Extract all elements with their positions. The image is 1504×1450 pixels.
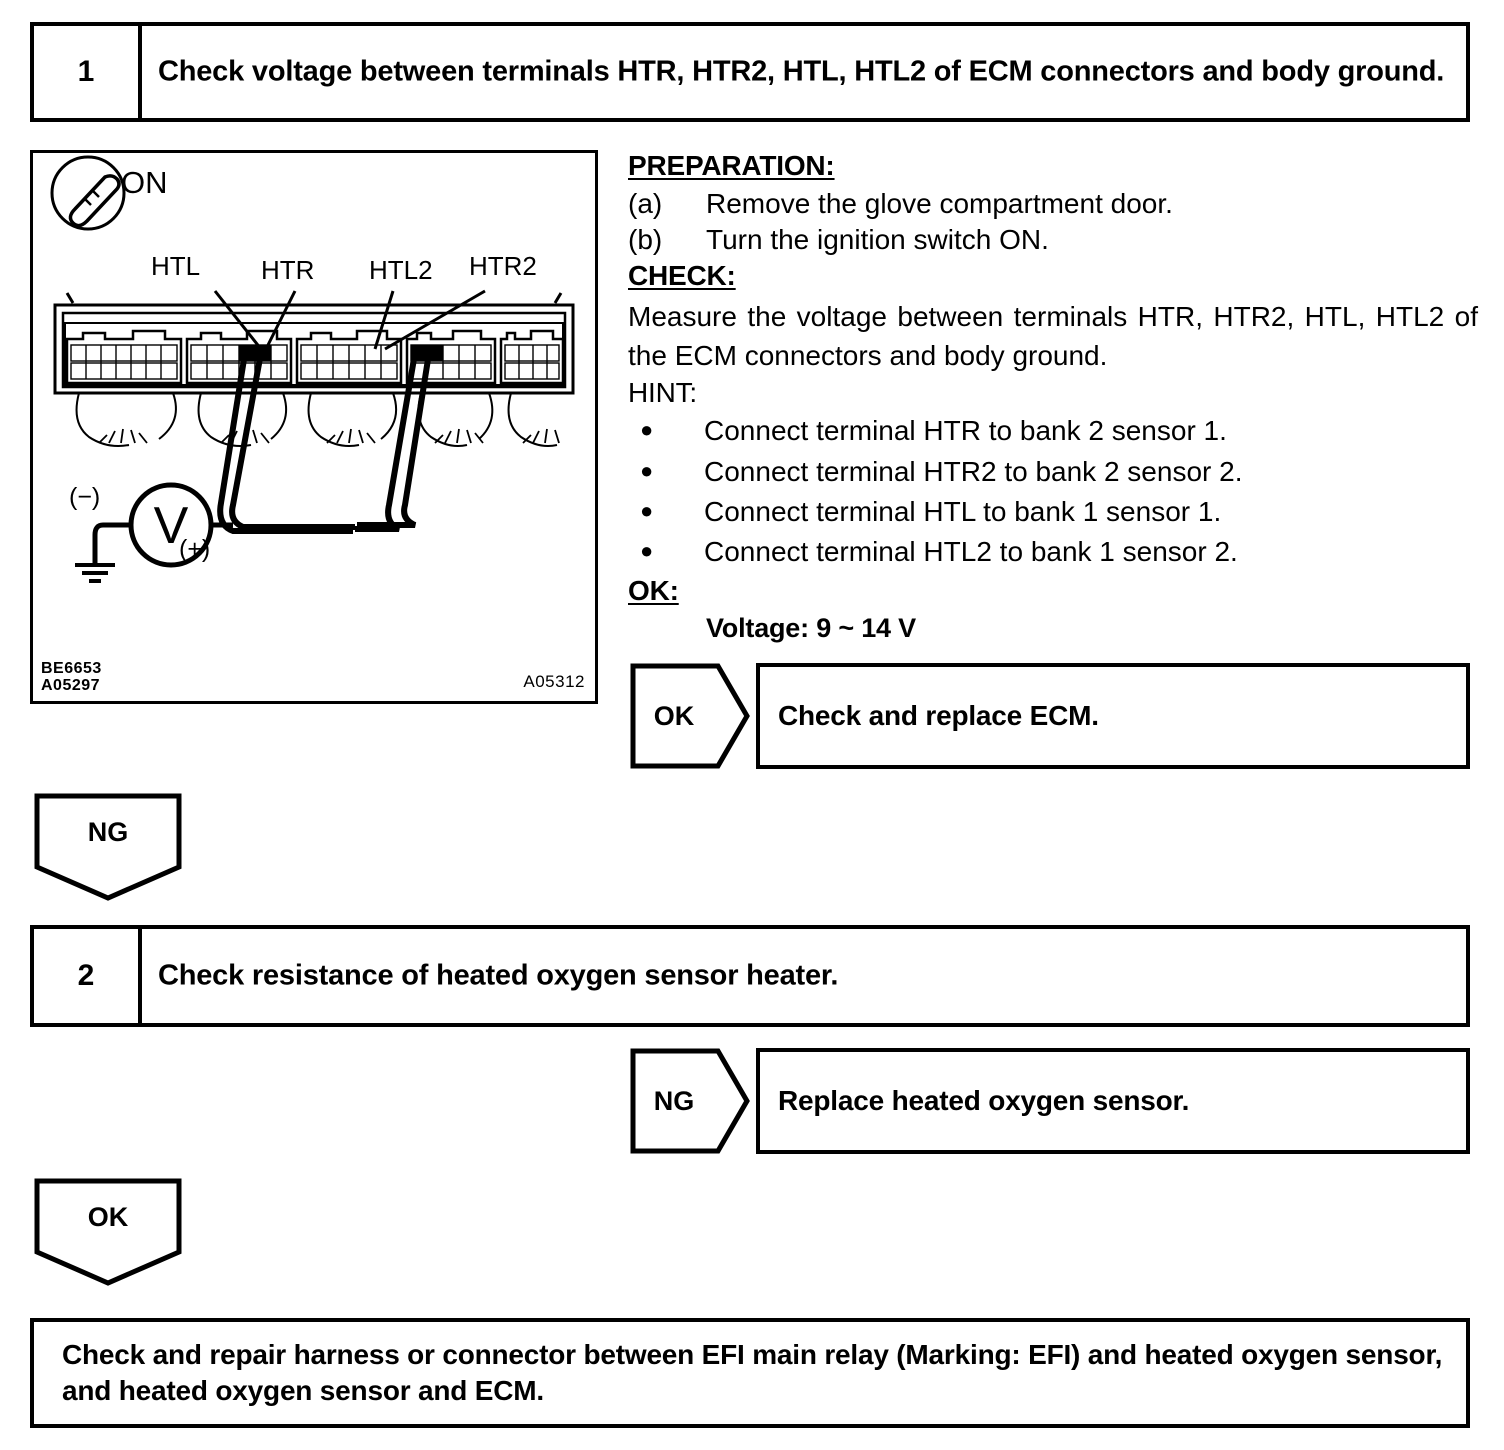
voltmeter-symbol: V [75,482,233,583]
pentagon-down-shape [34,1178,182,1286]
leader-lines [213,289,486,352]
branch-tag-ng-step2-label: NG [653,1085,695,1116]
procedure-text-column: PREPARATION: (a) Remove the glove compar… [628,150,1478,644]
bullet-icon: ● [640,498,654,524]
step-2-number: 2 [34,929,142,1023]
pentagon-arrow-shape [630,663,750,769]
step-1-header-box: 1 Check voltage between terminals HTR, H… [30,22,1470,122]
final-result-box: Check and repair harness or connector be… [30,1318,1470,1428]
connector-blocks [65,329,565,385]
figure-id-left-line1: BE6653 [41,660,102,678]
ok-heading: OK: [628,574,679,606]
check-text: Measure the voltage between terminals HT… [628,301,1478,371]
branch-tag-ok-step1: OK [630,663,750,769]
pentagon-down-shape [34,793,182,901]
wire-bundles [75,392,560,447]
preparation-heading: PREPARATION: [628,150,835,181]
step-2-title: Check resistance of heated oxygen sensor… [158,959,839,992]
step-1-number: 1 [34,26,142,118]
figure-id-left: BE6653 A05297 [41,661,102,695]
terminal-label-htr: HTR [261,255,315,285]
branch-tag-ng-step1: NG [34,793,182,901]
final-result-text: Check and repair harness or connector be… [62,1339,1443,1406]
branch-tag-ok-step1-label: OK [653,700,695,731]
hint-heading: HINT: [628,377,698,409]
ground-symbol [75,563,115,583]
hint-item-2-text: Connect terminal HTR2 to bank 2 sensor 2… [704,455,1243,487]
bullet-icon: ● [640,417,654,443]
bullet-icon: ● [640,538,654,564]
illustration-panel: V HTL HTR HTL2 HTR2 ON (−) (+) BE6653 [30,150,598,704]
preparation-step-a-text: Remove the glove compartment door. [706,188,1173,219]
terminal-label-htl2: HTL2 [369,255,433,285]
hint-item-1: ● Connect terminal HTR to bank 2 sensor … [628,413,1478,449]
ignition-key-icon [50,155,126,231]
hint-item-2: ● Connect terminal HTR2 to bank 2 sensor… [628,454,1478,490]
preparation-step-b-text: Turn the ignition switch ON. [706,224,1049,255]
hint-item-4-text: Connect terminal HTL2 to bank 1 sensor 2… [704,536,1238,568]
ignition-state-label: ON [121,165,168,200]
probe-positive-label: (+) [179,535,211,563]
hint-item-3-text: Connect terminal HTL to bank 1 sensor 1. [704,496,1222,528]
hint-item-4: ● Connect terminal HTL2 to bank 1 sensor… [628,534,1478,570]
check-heading: CHECK: [628,260,736,291]
result-box-check-replace-ecm: Check and replace ECM. [756,663,1470,769]
svg-text:V: V [154,497,189,555]
ok-voltage-spec: Voltage: 9 ~ 14 V [706,612,916,643]
ecm-connector-illustration: V [50,155,575,583]
result-box-check-replace-ecm-text: Check and replace ECM. [778,699,1099,731]
preparation-step-a-marker: (a) [628,188,663,219]
branch-tag-ok-step2: OK [34,1178,182,1286]
hint-item-3: ● Connect terminal HTL to bank 1 sensor … [628,494,1478,530]
preparation-step-b: (b) Turn the ignition switch ON. [628,224,1478,256]
bullet-icon: ● [640,457,654,483]
figure-id-right: A05312 [523,672,585,692]
result-box-replace-sensor: Replace heated oxygen sensor. [756,1048,1470,1154]
terminal-label-htr2: HTR2 [469,251,537,281]
preparation-step-a: (a) Remove the glove compartment door. [628,188,1478,220]
probe-negative-label: (−) [69,483,101,511]
branch-tag-ng-step1-label: NG [87,816,129,847]
hint-item-1-text: Connect terminal HTR to bank 2 sensor 1. [704,415,1227,447]
branch-tag-ng-step2: NG [630,1048,750,1154]
terminal-label-htl: HTL [151,251,201,281]
measurement-leads [217,352,432,534]
pentagon-arrow-shape [630,1048,750,1154]
step-2-header-box: 2 Check resistance of heated oxygen sens… [30,925,1470,1027]
branch-tag-ok-step2-label: OK [87,1201,129,1232]
preparation-step-b-marker: (b) [628,224,663,255]
figure-id-left-line2: A05297 [41,677,101,695]
step-1-title: Check voltage between terminals HTR, HTR… [158,55,1445,88]
result-box-replace-sensor-text: Replace heated oxygen sensor. [778,1084,1190,1116]
